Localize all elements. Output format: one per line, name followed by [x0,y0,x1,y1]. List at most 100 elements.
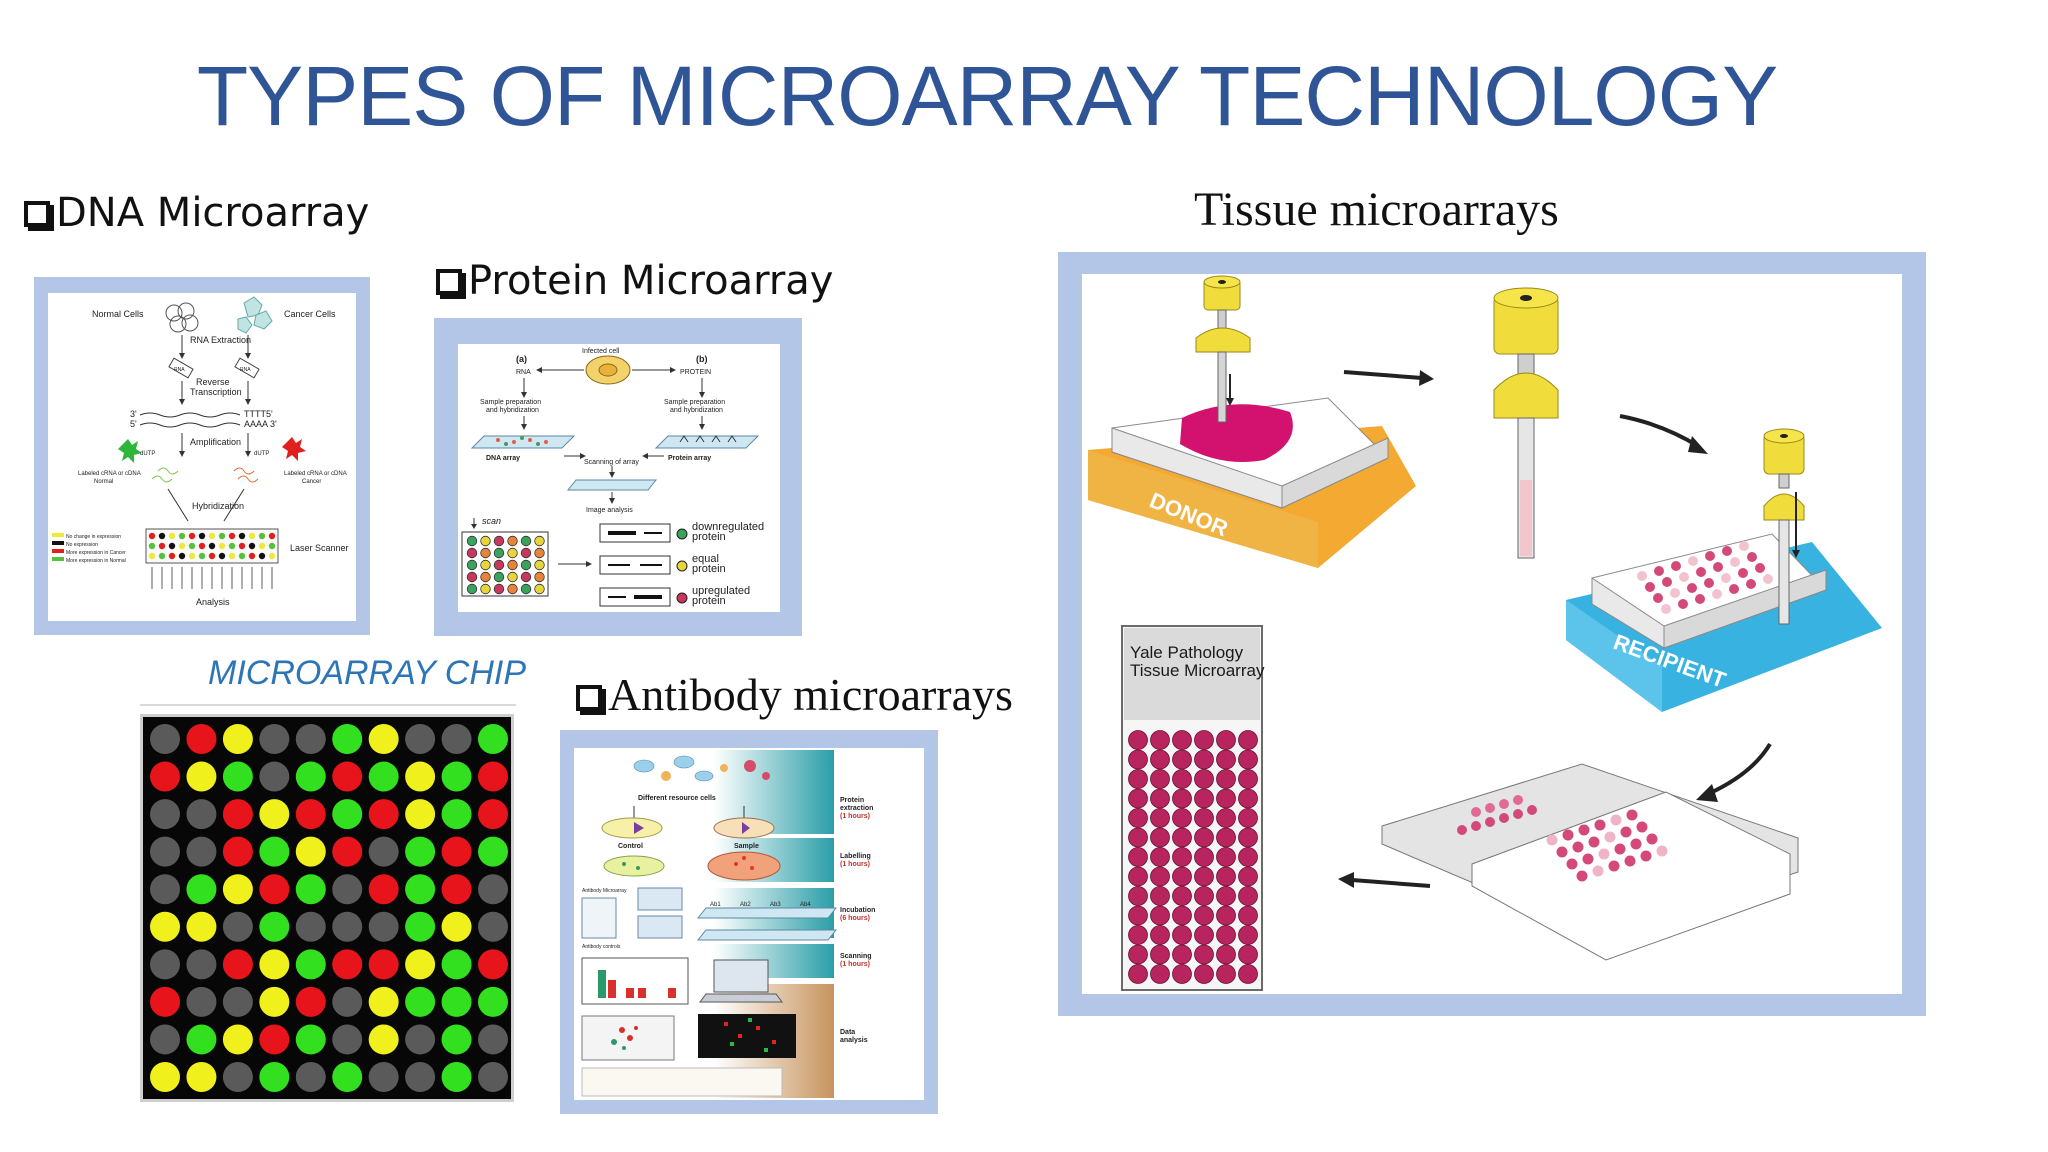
dna-chip-dot [168,552,176,560]
chip-dot [368,836,399,867]
dna-microarray-heading-text: DNA Microarray [56,190,370,236]
yale-tma-dot [1150,730,1170,750]
protein-grid-dot [493,547,505,559]
slide-dot [1646,833,1658,845]
chip-dot [150,799,180,830]
chip-dot [332,1062,363,1092]
svg-text:Tissue Microarray: Tissue Microarray [1130,661,1265,680]
recipient-dot [1712,589,1722,599]
slide-dot [1592,865,1604,877]
yale-tma-dot [1172,925,1192,945]
dna-chip-dot [218,532,226,540]
recipient-dot [1653,593,1663,603]
recipient-dot [1696,567,1706,577]
yale-tma-dot [1128,866,1148,887]
yale-tma-dot [1238,847,1258,867]
protein-grid-dot [520,535,532,547]
svg-text:(a): (a) [516,354,527,364]
yale-tma-dot [1194,905,1214,926]
chip-dot [186,949,217,980]
svg-text:dUTP: dUTP [254,451,269,457]
yale-tma-dot [1216,944,1236,965]
dna-microarray-heading: DNA Microarray [24,190,369,236]
recipient-dot [1688,556,1698,566]
yale-tma-dot [1150,769,1170,789]
chip-dot [295,986,326,1017]
svg-text:(1 hours): (1 hours) [840,861,870,868]
recipient-dot [1713,562,1723,572]
dna-chip-dot [148,552,156,560]
dna-chip-dot [238,532,246,540]
recipient-dot [1705,551,1715,561]
chip-dot [150,911,180,942]
slide-dot [1513,795,1523,805]
yale-tma-dot [1150,886,1170,906]
svg-text:RNA: RNA [516,369,531,376]
dna-chip-dot [198,552,206,560]
slide-dot [1471,821,1481,831]
svg-text:No expression: No expression [66,542,98,548]
svg-text:No change in expression: No change in expression [66,534,121,540]
protein-grid-dot [534,583,545,595]
chip-dot [441,1024,472,1055]
antibody-microarray-figure: Different resource cells Control Sample … [560,730,938,1114]
chip-dot [405,724,436,754]
protein-grid-dot [466,559,478,571]
chip-dot [295,949,326,980]
yale-tma-dot [1238,866,1258,887]
yale-tma-dot [1194,886,1214,906]
chip-dot [441,799,472,830]
slide-dot [1499,813,1509,823]
yale-tma-dot [1216,964,1236,984]
yale-tma-dot [1128,886,1148,906]
chip-dot [405,986,436,1017]
dna-chip-dot [238,552,246,560]
svg-text:downregulated: downregulated [692,521,764,533]
svg-text:and hybridization: and hybridization [486,407,539,414]
recipient-dot [1746,579,1756,589]
chip-dot [295,911,326,942]
chip-dot [150,724,180,754]
yale-tma-dot [1150,749,1170,770]
chip-dot [441,949,472,980]
slide-dot [1588,836,1600,848]
tissue-workflow-diagram: DONOR RECIPIENT [1088,275,1882,991]
dna-chip-dot [268,552,276,560]
chip-dot [332,836,363,867]
protein-workflow-diagram: Infected cell (a) (b) RNA PROTEIN Sample… [461,348,764,607]
svg-text:Labelling: Labelling [840,853,871,860]
chip-dot [332,911,363,942]
chip-dot [441,911,472,942]
chip-dot [222,874,253,905]
svg-text:5': 5' [130,419,137,429]
chip-dot [295,724,326,754]
yale-tma-dot [1172,749,1192,770]
chip-dot [478,724,508,754]
protein-grid-dot [507,547,518,559]
chip-dot [332,874,363,905]
chip-dot [441,724,472,754]
chip-dot [186,724,217,754]
slide-dot [1640,850,1652,862]
protein-grid-dot [480,571,491,583]
yale-tma-dot [1128,808,1148,828]
chip-dot [478,986,508,1017]
slide-dot [1636,821,1648,833]
yale-tma-dot [1172,944,1192,965]
protein-microarray-diagram: Infected cell (a) (b) RNA PROTEIN Sample… [458,344,780,612]
svg-text:PROTEIN: PROTEIN [680,369,711,376]
dna-chip-dot [268,532,276,540]
svg-text:Sample: Sample [734,843,759,850]
svg-text:Image analysis: Image analysis [586,507,633,514]
protein-grid-dot [507,571,518,583]
chip-dot [332,799,363,830]
slide-dot [1626,809,1638,821]
svg-text:Transcription: Transcription [190,387,242,397]
yale-tma-dot [1238,886,1258,906]
recipient-dot [1695,594,1705,604]
yale-tma-dot [1194,788,1214,809]
svg-text:Normal: Normal [94,479,113,485]
chip-dot [222,911,253,942]
recipient-dot [1645,582,1655,592]
svg-text:Sample preparation: Sample preparation [480,399,541,406]
